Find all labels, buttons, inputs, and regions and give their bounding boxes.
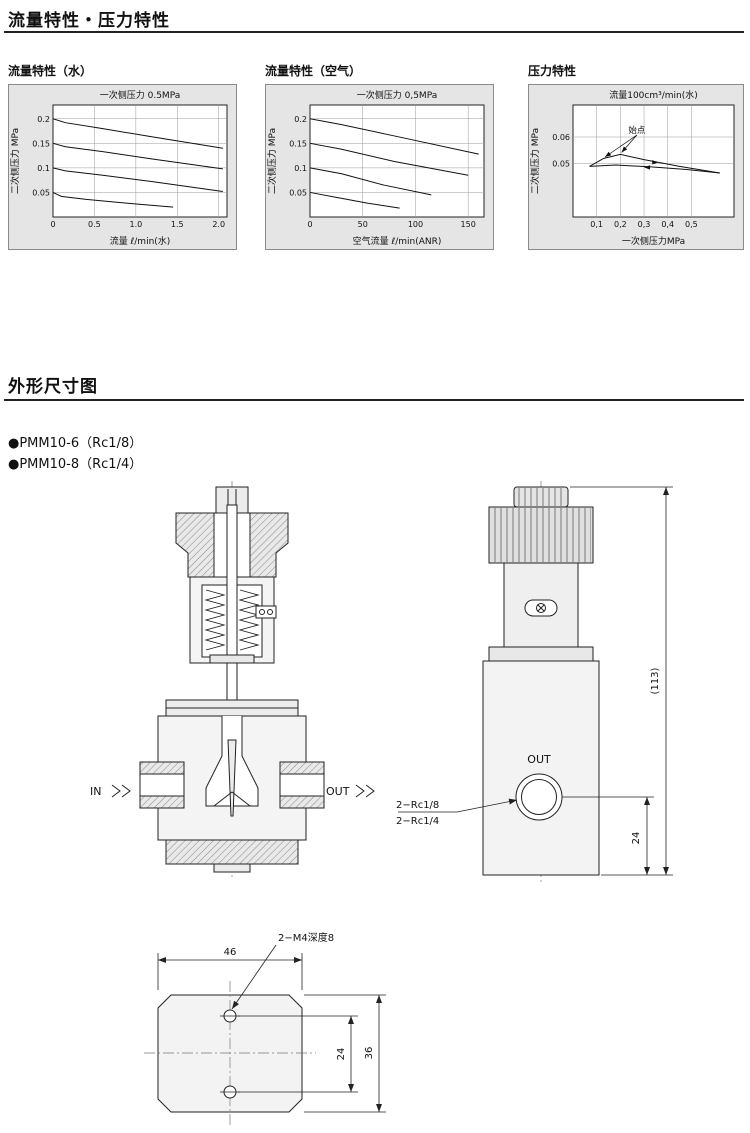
plot-area [52,104,228,218]
y-tick-label: 0.1 [37,164,50,173]
direction-arrow-icon [652,160,659,165]
y-tick-label: 0.2 [294,115,307,124]
y-tick-label: 0.06 [552,133,570,142]
spring-left [204,589,226,651]
chart-title: 一次侧压力 0.5MPa [100,89,180,101]
series-line [309,142,469,176]
dim-24-side: 24 [562,796,654,875]
model-item-pmm10-8: ●PMM10-8（Rc1/4） [8,457,143,472]
chart-panel-air: 流量特性（空气） 0 50 100 150 0.05 0.1 0.15 0.2 一次侧压力 0,… [265,62,494,250]
out-port-circle [515,773,563,821]
annotation-arrow-icon [621,146,628,153]
chart-panel-label-pressure: 压力特性 [528,64,577,78]
plot-area [309,104,485,218]
x-tick-label: 0,4 [661,220,674,229]
model-list: ●PMM10-6（Rc1/8） ●PMM10-8（Rc1/4） [8,433,142,475]
x-tick-label: 150 [461,220,476,229]
series-line [309,191,400,209]
chart-water: 0 0.5 1.0 1.5 2.0 0.05 0.1 0.15 0.2 一次侧压力 0.5MPa 流… [8,84,237,250]
x-tick-label: 0 [307,220,312,229]
side-view: OUT 2−Rc1/8 2−Rc1/4 (113) 24 [396,481,673,882]
dim-46-label: 46 [224,947,237,958]
dim-113: (113) [570,486,673,876]
section-rule [4,31,744,33]
x-tick-label: 0,1 [590,220,603,229]
bottom-view: 46 2−M4深度8 24 36 [144,931,386,1126]
series-line [589,153,720,174]
y-tick-label: 0.05 [289,188,307,197]
spring-right [238,589,260,651]
dim-36: 36 [304,994,386,1113]
chart-panel-label-air: 流量特性（空气） [265,64,362,78]
dim-46: 46 [157,947,303,990]
section-rule-2 [4,399,744,401]
series-line [52,118,223,149]
section-title-characteristics: 流量特性・压力特性 [8,11,170,31]
x-tick-label: 2.0 [212,220,225,229]
model-item-pmm10-6: ●PMM10-6（Rc1/8） [8,436,143,451]
chart-air: 0 50 100 150 0.05 0.1 0.15 0.2 一次侧压力 0,5MPa 空气流量 … [265,84,494,250]
dim-113-label: (113) [650,667,661,694]
m4-leader-line [231,944,277,1010]
lock-window-icon [524,599,558,617]
dim-24-bottom: 24 [238,1015,358,1093]
x-axis-label: 空气流量 ℓ/min(ANR) [353,235,442,247]
x-tick-label: 1.0 [129,220,142,229]
chart-panel-pressure: 压力特性 0,1 0,2 0,3 0,4 0,5 0.05 0.06 流量100cm³/min… [528,62,744,250]
y-axis-label: 二次侧压力 MPa [266,128,278,194]
dimension-drawings: IN OUT [90,481,673,1126]
y-tick-label: 0.15 [32,139,50,148]
series-line [589,164,720,174]
y-axis-label: 二次侧压力 MPa [529,128,541,194]
chart-title: 一次侧压力 0,5MPa [357,89,437,101]
series-line [52,142,223,170]
in-label: IN [90,785,101,798]
y-tick-label: 0.2 [37,115,50,124]
annotation-arrow-icon [604,151,612,157]
port-leader-line [456,798,518,813]
out-label: OUT [326,785,350,798]
out-flow-arrow-icon [355,784,365,798]
x-axis-label: 一次侧压力MPa [622,235,685,247]
dim-24-bottom-label: 24 [336,1048,347,1061]
series-line [309,167,432,196]
x-tick-label: 0.5 [88,220,101,229]
chart-pressure: 0,1 0,2 0,3 0,4 0,5 0.05 0.06 流量100cm³/min(水) 一次… [528,84,744,250]
needle [227,739,237,817]
x-tick-label: 50 [358,220,368,229]
annotation-label: 始点 [628,125,646,136]
x-axis-label: 流量 ℓ/min(水) [110,235,171,247]
y-tick-label: 0.15 [289,139,307,148]
x-tick-label: 100 [408,220,423,229]
series-line [52,167,223,192]
out-flow-arrow-icon [365,784,375,798]
annotation-leader [604,134,638,158]
series-line [309,118,479,155]
side-out-label: OUT [527,753,551,766]
y-axis-label: 二次侧压力 MPa [9,128,21,194]
dim-36-label: 36 [364,1047,375,1060]
port-thread-label-rc14: 2−Rc1/4 [396,816,439,827]
series-line [52,191,174,208]
m4-hole-label: 2−M4深度8 [278,931,334,944]
y-tick-label: 0.05 [32,188,50,197]
x-tick-label: 0,2 [614,220,627,229]
cross-section-view: IN OUT [90,481,375,878]
x-tick-label: 0 [50,220,55,229]
port-thread-label-rc18: 2−Rc1/8 [396,800,439,811]
chart-title: 流量100cm³/min(水) [609,89,698,101]
x-tick-label: 1.5 [171,220,184,229]
section-title-dimensions: 外形尺寸图 [8,377,98,397]
dim-24-side-label: 24 [631,832,642,845]
x-tick-label: 0,5 [685,220,698,229]
chart-panel-water: 流量特性（水） 0 0.5 1.0 1.5 2.0 0.05 0.1 0.15 0.2 一次侧压力… [8,62,237,250]
in-flow-arrow-icon [111,784,121,798]
direction-arrow-icon [644,165,651,170]
y-tick-label: 0.1 [294,164,307,173]
chart-panel-label-water: 流量特性（水） [8,64,93,78]
in-flow-arrow-icon [121,784,131,798]
lock-detail [255,605,277,619]
y-tick-label: 0.05 [552,160,570,169]
x-tick-label: 0,3 [638,220,651,229]
